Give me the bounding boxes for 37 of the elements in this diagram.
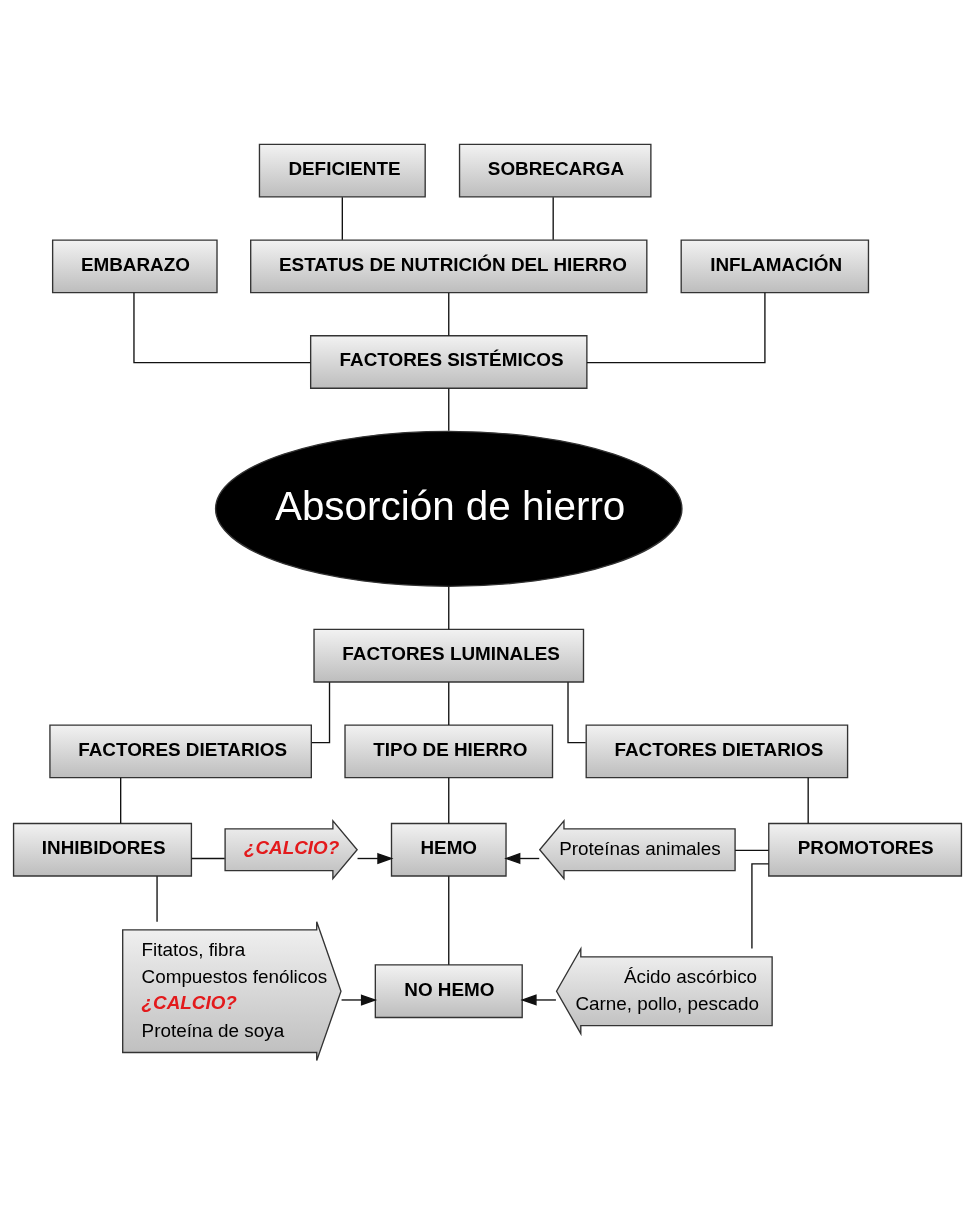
connector — [751, 863, 770, 950]
node-box: TIPO DE HIERRO — [344, 724, 554, 779]
connector — [448, 387, 450, 432]
node-box: INHIBIDORES — [12, 822, 193, 877]
connector — [311, 681, 331, 744]
node-box: PROMOTORES — [768, 822, 963, 877]
node-box: SOBRECARGA — [458, 143, 652, 198]
arrow — [356, 852, 394, 865]
connector — [133, 292, 311, 364]
node-box: DEFICIENTE — [258, 143, 426, 198]
connector — [734, 849, 770, 852]
connector — [567, 681, 587, 744]
connector — [156, 875, 158, 923]
connector — [807, 777, 809, 824]
connector — [341, 196, 343, 241]
node-box: FACTORES DIETARIOS — [585, 724, 849, 779]
node-box: FACTORES DIETARIOS — [49, 724, 312, 779]
node-box: EMBARAZO — [51, 239, 218, 294]
arrow — [520, 994, 557, 1006]
connector — [120, 777, 122, 824]
node-box: INFLAMACIÓN — [680, 239, 870, 294]
connector — [191, 857, 226, 860]
node-box: FACTORES LUMINALES — [313, 628, 585, 683]
connector — [448, 292, 450, 337]
connector — [448, 875, 450, 966]
node-box: ESTATUS DE NUTRICIÓN DEL HIERRO — [250, 239, 648, 294]
node-box: FACTORES SISTÉMICOS — [310, 335, 588, 389]
connector — [552, 196, 554, 241]
connector — [448, 585, 450, 630]
arrow — [504, 852, 540, 865]
node-box: HEMO — [390, 822, 507, 877]
node-box: NO HEMO — [374, 964, 523, 1019]
connector — [448, 777, 450, 824]
arrow — [340, 994, 378, 1006]
connector — [586, 292, 766, 364]
connector — [448, 681, 450, 726]
node-ellipse: Absorción de hierro — [214, 430, 683, 587]
